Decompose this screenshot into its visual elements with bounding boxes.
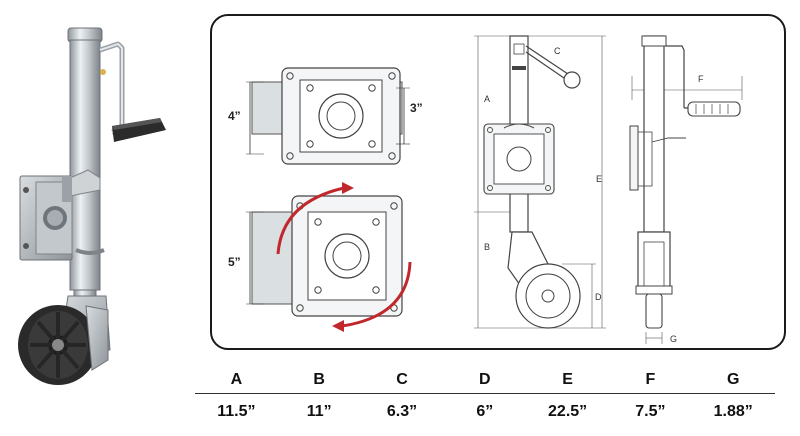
spec-value: 11.5” bbox=[217, 403, 256, 420]
trailer-jack-photo bbox=[18, 27, 166, 385]
spec-values-row: 11.5” 11” 6.3” 6” 22.5” 7.5” 1.88” bbox=[195, 400, 775, 424]
dim-4in-label: 4” bbox=[228, 109, 241, 123]
spec-letter: E bbox=[562, 371, 573, 388]
spec-value: 6” bbox=[476, 403, 494, 420]
spec-divider bbox=[195, 393, 775, 394]
label-E: E bbox=[596, 174, 602, 184]
spec-letter: B bbox=[313, 371, 325, 388]
front-view: A B C D E bbox=[474, 35, 606, 329]
spec-value: 6.3” bbox=[386, 403, 418, 420]
label-D: D bbox=[595, 292, 602, 302]
spec-letter: A bbox=[230, 371, 243, 388]
dim-5in-label: 5” bbox=[228, 255, 241, 269]
side-view: F G bbox=[629, 35, 743, 344]
product-photo bbox=[0, 0, 200, 390]
spec-letter: G bbox=[726, 371, 740, 388]
technical-drawing-panel: 4” 3” 5” bbox=[210, 14, 786, 350]
spec-value: 7.5” bbox=[635, 403, 666, 420]
spec-letters-row: A B C D E F G bbox=[195, 368, 775, 392]
spec-letter: C bbox=[396, 371, 408, 388]
rotate-arrow-top bbox=[276, 186, 345, 255]
dim-3in-label: 3” bbox=[410, 101, 423, 115]
rotate-arrow-bottom bbox=[341, 261, 412, 328]
spec-value: 1.88” bbox=[713, 403, 753, 420]
label-B: B bbox=[484, 242, 490, 252]
spec-table: A B C D E F G 11.5” 11” 6.3” 6” 22.5” 7.… bbox=[195, 362, 775, 426]
label-G: G bbox=[670, 334, 677, 344]
spec-value: 11” bbox=[306, 403, 332, 420]
dimension-diagram: 4” 3” 5” bbox=[228, 35, 743, 344]
label-C: C bbox=[554, 46, 561, 56]
spec-value: 22.5” bbox=[548, 403, 588, 420]
spec-letter: D bbox=[479, 371, 491, 388]
top-mounting-view: 4” 3” bbox=[228, 67, 423, 165]
label-A: A bbox=[484, 94, 490, 104]
label-F: F bbox=[698, 74, 704, 84]
spec-letter: F bbox=[645, 371, 656, 388]
bottom-mounting-view: 5” bbox=[228, 182, 412, 332]
